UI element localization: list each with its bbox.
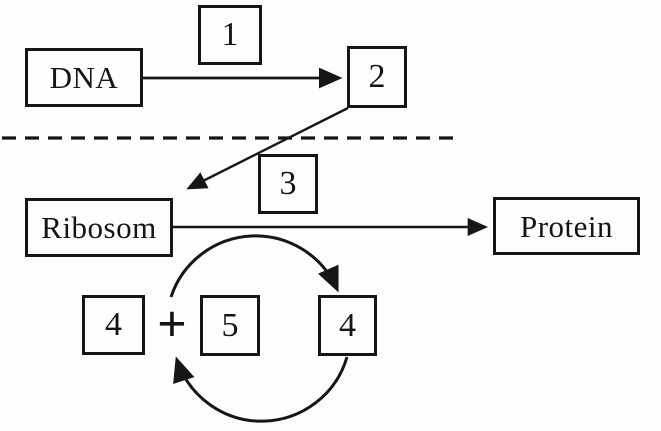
step3-label: 3 xyxy=(279,165,297,202)
dna-box: DNA xyxy=(25,48,143,107)
step1-label: 1 xyxy=(221,16,239,53)
step2-box: 2 xyxy=(347,46,407,108)
protein-label: Protein xyxy=(519,208,614,244)
plus-label: + xyxy=(157,296,187,353)
cycle-arc-top xyxy=(169,234,339,298)
trna-right-label: 4 xyxy=(339,306,356,344)
step2-label: 2 xyxy=(368,58,386,95)
trna-left-label: 4 xyxy=(105,306,122,343)
ribosome-label: Ribosom xyxy=(41,210,157,245)
plus-operator: + xyxy=(150,297,194,353)
dna-label: DNA xyxy=(49,60,119,95)
five-label: 5 xyxy=(221,306,239,344)
step1-box: 1 xyxy=(198,5,262,65)
ribosome-box: Ribosom xyxy=(25,198,173,257)
trna-right-box: 4 xyxy=(318,295,377,356)
cycle-arc-bottom xyxy=(173,356,349,423)
step3-box: 3 xyxy=(258,154,318,214)
protein-box: Protein xyxy=(493,197,640,255)
arrow-step2-to-ribosome xyxy=(186,106,349,190)
five-box: 5 xyxy=(200,295,260,356)
trna-left-box: 4 xyxy=(82,295,145,355)
